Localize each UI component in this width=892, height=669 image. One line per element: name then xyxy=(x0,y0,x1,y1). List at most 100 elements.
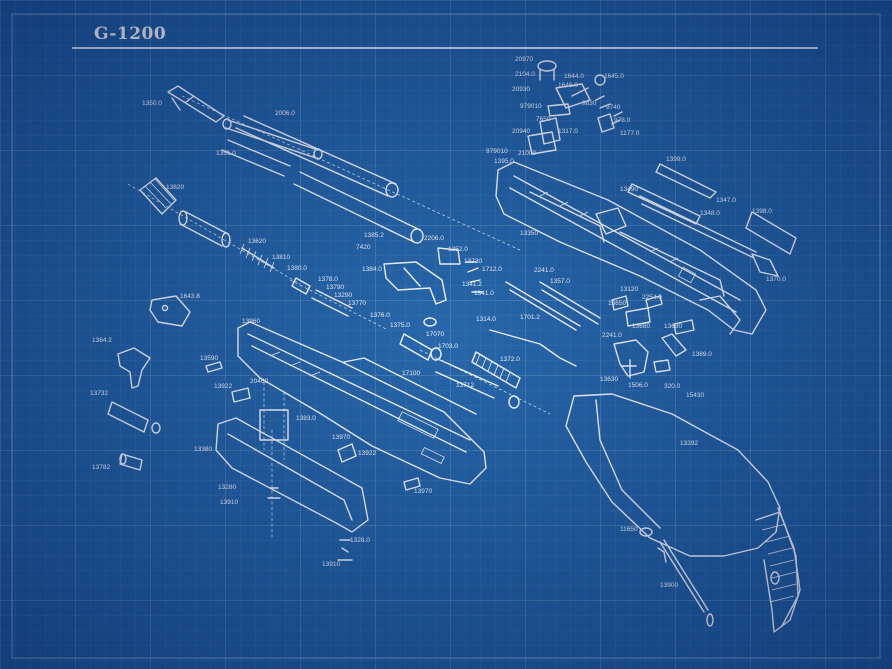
part-label: 1701.2 xyxy=(520,314,540,321)
part-label: 7420 xyxy=(356,244,371,251)
part-label: 20460 xyxy=(250,378,269,385)
part-label: 1389.0 xyxy=(692,351,712,358)
part-label: 17070 xyxy=(426,331,445,338)
part-label: 13350 xyxy=(520,230,539,237)
part-label: 2104.0 xyxy=(515,71,535,78)
right-trigger-parts xyxy=(611,295,695,379)
part-label: 1357.0 xyxy=(550,278,570,285)
part-label: 1398.0 xyxy=(752,208,772,215)
part-label: 11650 xyxy=(620,526,638,533)
part-label: 13732 xyxy=(90,390,109,397)
part-label: 13712 xyxy=(456,382,475,389)
part-label: 1385.2 xyxy=(364,232,384,239)
part-label: 13490 xyxy=(620,186,639,193)
part-label: 320.0 xyxy=(664,383,681,390)
part-label: 2206.0 xyxy=(424,235,444,242)
part-label: 1644.0 xyxy=(564,73,584,80)
part-label: 15430 xyxy=(686,392,705,399)
part-label: 13392 xyxy=(680,440,699,447)
part-label: 1351.0 xyxy=(216,150,236,157)
part-label: 13910 xyxy=(220,499,239,506)
part-label: 1370.0 xyxy=(766,276,786,283)
barrel-assembly xyxy=(167,85,521,251)
part-label: 1364.2 xyxy=(92,337,112,344)
part-label: 13620 xyxy=(248,238,267,245)
part-label: 13922 xyxy=(358,450,377,457)
part-label: 2241.0 xyxy=(534,267,554,274)
part-label: 1352.0 xyxy=(448,246,468,253)
part-label: 20970 xyxy=(515,56,534,63)
part-label: 1643.8 xyxy=(180,293,200,300)
part-label: 13630 xyxy=(600,376,619,383)
part-label: 1384.0 xyxy=(362,266,382,273)
part-label: 13790 xyxy=(326,284,345,291)
part-label: 13820 xyxy=(166,184,185,191)
part-label: 13280 xyxy=(218,484,237,491)
part-label: 13970 xyxy=(414,488,433,495)
part-label: 13730 xyxy=(464,258,483,265)
part-label: 17100 xyxy=(402,370,421,377)
part-label: 13660 xyxy=(632,323,651,330)
drawing-title: G-1200 xyxy=(94,24,167,44)
part-label: 1314.0 xyxy=(476,316,496,323)
part-label: 1341.2 xyxy=(462,281,482,288)
part-label: 1712.0 xyxy=(482,266,502,273)
sheet-border xyxy=(11,13,881,659)
receiver-upper xyxy=(495,161,797,335)
part-label: 1380.0 xyxy=(287,265,307,272)
part-label: 1646.0 xyxy=(558,82,578,89)
part-label: 1350.0 xyxy=(142,100,162,107)
part-label: 2254.0 xyxy=(642,294,662,301)
part-label: 13650 xyxy=(608,300,627,307)
part-label: 979010 xyxy=(486,148,508,155)
part-label: 1341.0 xyxy=(474,290,494,297)
title-underline xyxy=(72,47,818,49)
part-label: 1348.0 xyxy=(700,210,720,217)
part-label: 1506.0 xyxy=(628,382,648,389)
bolt-group xyxy=(383,247,601,415)
part-label: 2241.0 xyxy=(602,332,622,339)
part-label: 13900 xyxy=(660,582,679,589)
part-label: 13910 xyxy=(322,561,341,568)
part-label: 1395.0 xyxy=(494,158,514,165)
part-label: 13380 xyxy=(194,446,213,453)
receiver-lower xyxy=(215,321,487,561)
part-label: 13810 xyxy=(272,254,291,261)
part-label: 9830 xyxy=(582,100,597,107)
part-label: 13120 xyxy=(620,286,639,293)
part-label: 1376.0 xyxy=(370,312,390,319)
part-label: 13960 xyxy=(242,318,261,325)
part-label: 13782 xyxy=(92,464,111,471)
part-label: 1372.0 xyxy=(500,356,520,363)
part-label: 7650 xyxy=(536,116,551,123)
part-label: 1703.0 xyxy=(438,343,458,350)
part-label: 13970 xyxy=(332,434,351,441)
part-label: 1375.0 xyxy=(390,322,410,329)
part-label: 1378.0 xyxy=(318,276,338,283)
buttstock xyxy=(565,393,801,633)
top-small-parts xyxy=(527,60,623,155)
part-label: 20940 xyxy=(512,128,531,135)
left-small-parts xyxy=(107,295,251,471)
part-label: 979010 xyxy=(520,103,542,110)
part-label: 20930 xyxy=(512,86,531,93)
part-label: 9740 xyxy=(606,104,621,111)
part-label: 13770 xyxy=(348,300,367,307)
part-label: 13680 xyxy=(664,323,683,330)
part-label: 1177.0 xyxy=(620,130,640,137)
part-label: 1399.0 xyxy=(666,156,686,163)
part-label: 1328.0 xyxy=(350,537,370,544)
part-label: 13590 xyxy=(200,355,219,362)
part-label: 1317.0 xyxy=(558,128,578,135)
part-label: 978.0 xyxy=(614,117,631,124)
magazine-parts xyxy=(127,177,389,331)
part-label: 1383.0 xyxy=(296,415,316,422)
part-label: 21000 xyxy=(518,150,537,157)
part-label: 1645.0 xyxy=(604,73,624,80)
part-label: 2006.0 xyxy=(275,110,295,117)
part-label: 13290 xyxy=(334,292,353,299)
part-label: 13922 xyxy=(214,383,233,390)
part-label: 1347.0 xyxy=(716,197,736,204)
